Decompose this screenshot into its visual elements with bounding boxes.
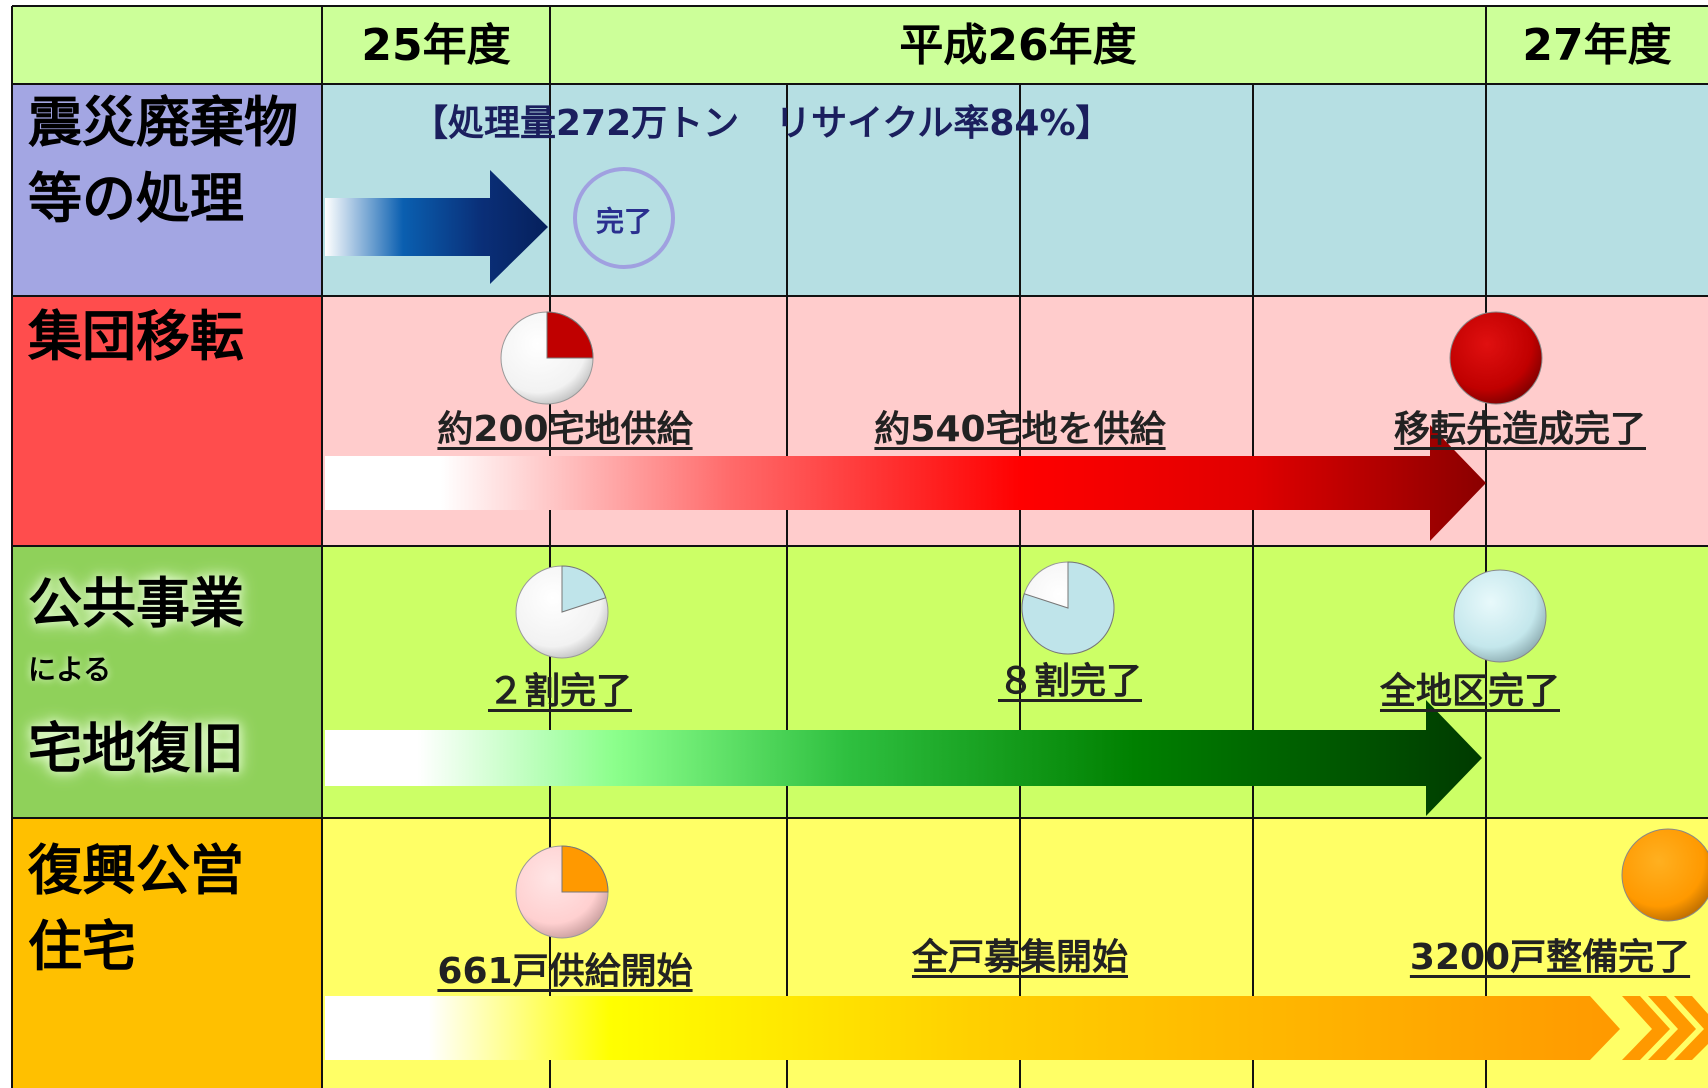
- header-row-bg: [12, 6, 1708, 84]
- housing-progress-pie-1: [515, 845, 609, 939]
- public-works-progress-pie-3: [1453, 569, 1547, 663]
- housing-continuation-chevrons: [1622, 996, 1708, 1060]
- public-works-progress-pie-1-slice: [561, 565, 607, 613]
- housing-milestone-3: 3200戸整備完了: [1409, 937, 1691, 978]
- debris-row-bg: [322, 84, 1708, 296]
- relocation-progress-pie-1-slice: [546, 311, 594, 359]
- relocation-progress-pie-2-full: [1449, 311, 1543, 405]
- public-works-milestone-2: ８割完了: [997, 661, 1142, 702]
- relocation-milestone-1: 約200宅地供給: [437, 409, 693, 450]
- header-fy26: 平成26年度: [899, 20, 1137, 71]
- housing-progress-pie-2-full: [1621, 828, 1708, 922]
- public-works-label-line2: による: [28, 653, 112, 686]
- debris-label-line1: 震災廃棄物: [28, 91, 298, 154]
- housing-milestone-1: 661戸供給開始: [437, 951, 693, 992]
- housing-label-cell: [12, 818, 322, 1088]
- relocation-milestone-3: 移転先造成完了: [1393, 409, 1646, 450]
- debris-label-cell: [12, 84, 322, 296]
- public-works-progress-pie-2: [1021, 561, 1115, 655]
- housing-progress-pie-2: [1621, 828, 1708, 922]
- done-badge-label: 完了: [595, 205, 652, 238]
- public-works-progress-pie-3-full: [1453, 569, 1547, 663]
- public-works-progress-pie-1: [515, 565, 609, 659]
- public-works-arrow: [325, 700, 1482, 816]
- public-works-label-line1: 公共事業: [28, 572, 244, 635]
- housing-label-line1: 復興公営: [28, 839, 244, 902]
- public-works-label-line3: 宅地復旧: [28, 717, 244, 780]
- public-works-label-cell: [12, 546, 322, 818]
- relocation-arrow: [325, 425, 1486, 541]
- housing-milestone-2: 全戸募集開始: [911, 937, 1128, 978]
- housing-arrow: [325, 996, 1620, 1060]
- housing-progress-pie-1-slice: [561, 845, 609, 893]
- relocation-label-cell: [12, 296, 322, 546]
- debris-label-line2: 等の処理: [28, 167, 244, 230]
- housing-label-line2: 住宅: [28, 915, 136, 978]
- public-works-progress-pie-2-slice: [1021, 561, 1115, 655]
- grid-lines: [11, 5, 1708, 1088]
- header-fy25: 25年度: [361, 20, 511, 71]
- relocation-progress-pie-2: [1449, 311, 1543, 405]
- debris-arrow: [325, 170, 548, 284]
- relocation-milestone-2: 約540宅地を供給: [874, 409, 1166, 450]
- done-badge-circle: [573, 167, 675, 269]
- public-works-milestone-3: 全地区完了: [1379, 671, 1560, 712]
- debris-summary: 【処理量272万トン リサイクル率84%】: [412, 103, 1112, 144]
- relocation-label: 集団移転: [28, 305, 244, 368]
- public-works-milestone-1: ２割完了: [487, 671, 632, 712]
- header-fy27: 27年度: [1522, 20, 1672, 71]
- relocation-progress-pie-1: [500, 311, 594, 405]
